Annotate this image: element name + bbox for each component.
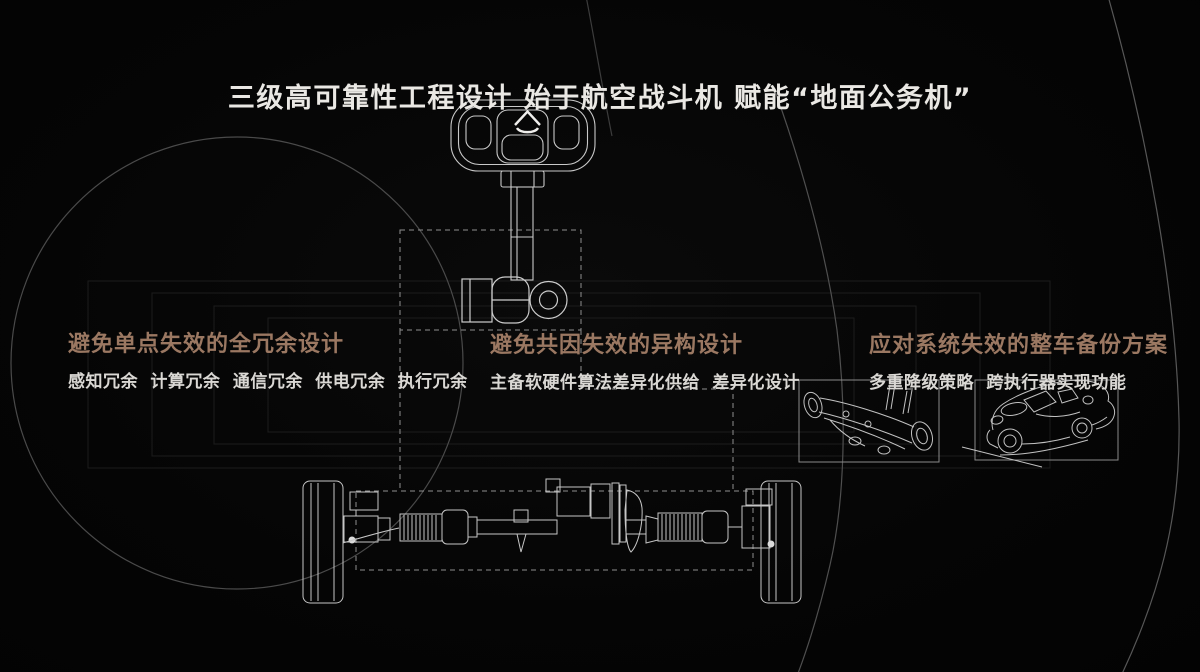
section-detail: 主备软硬件算法差异化供给 差异化设计 <box>490 373 800 393</box>
left-large-circle <box>10 136 464 590</box>
steering-gear-drawing <box>461 276 568 324</box>
slide-title: 三级高可靠性工程设计 始于航空战斗机 赋能“地面公务机” <box>227 83 973 114</box>
rack-dashed-box <box>355 490 754 571</box>
suspension-module-drawing <box>803 382 934 455</box>
suspension-box-border <box>798 379 940 463</box>
right-tire <box>760 480 802 604</box>
vehicle-box-border <box>974 379 1119 461</box>
vehicle-figure <box>961 379 1119 468</box>
vehicle-sketch-drawing <box>961 379 1116 468</box>
nio-logo-icon <box>514 109 541 134</box>
right-outer-arc <box>1108 0 1180 672</box>
steering-column-drawing <box>500 170 545 281</box>
dashed-connectors <box>355 229 754 571</box>
section-detail: 多重降级策略 跨执行器实现功能 <box>869 373 1127 393</box>
section-detail: 感知冗余 计算冗余 通信冗余 供电冗余 执行冗余 <box>68 372 468 392</box>
section-heterogeneous-design: 避免共因失效的异构设计 主备软硬件算法差异化供给 差异化设计 <box>490 327 800 393</box>
top-center-arc <box>586 0 613 137</box>
front-axle-rack-drawing <box>302 478 802 604</box>
gear-dashed-box <box>399 229 582 331</box>
suspension-module-figure <box>798 379 940 463</box>
section-vehicle-backup: 应对系统失效的整车备份方案 多重降级策略 跨执行器实现功能 <box>869 327 1168 393</box>
left-tire <box>302 480 344 604</box>
section-full-redundancy: 避免单点失效的全冗余设计 感知冗余 计算冗余 通信冗余 供电冗余 执行冗余 <box>68 326 468 392</box>
section-heading: 应对系统失效的整车备份方案 <box>869 333 1169 358</box>
section-heading: 避免共因失效的异构设计 <box>490 333 744 358</box>
section-heading: 避免单点失效的全冗余设计 <box>68 332 345 357</box>
